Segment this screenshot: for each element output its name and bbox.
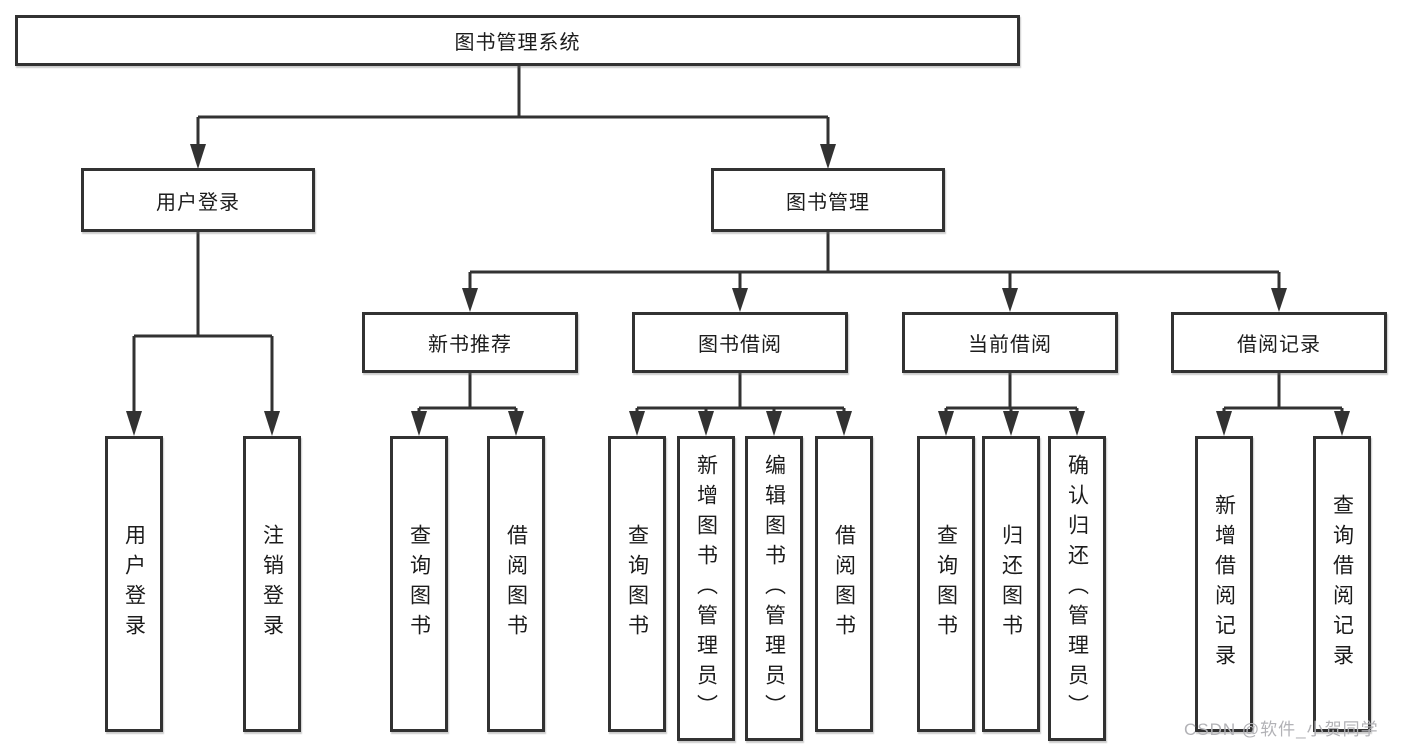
leaf-edit-book-admin-label: 编辑图书（管理员） — [762, 453, 786, 724]
leaf-return-books: 归还图书 — [982, 436, 1040, 732]
leaf-logout-label: 注销登录 — [260, 524, 284, 644]
leaf-user-login-label: 用户登录 — [122, 524, 146, 644]
leaf-query-borrow-record-label: 查询借阅记录 — [1330, 494, 1354, 674]
leaf-user-login: 用户登录 — [105, 436, 163, 732]
leaf-query-books-current-label: 查询图书 — [934, 524, 958, 644]
leaf-borrow-books-label: 借阅图书 — [832, 524, 856, 644]
leaf-return-books-label: 归还图书 — [999, 524, 1023, 644]
leaf-add-book-admin: 新增图书（管理员） — [677, 436, 735, 741]
node-borrow-records: 借阅记录 — [1171, 312, 1387, 373]
leaf-query-borrow-record: 查询借阅记录 — [1313, 436, 1371, 732]
leaf-borrow-books-recommend-label: 借阅图书 — [504, 524, 528, 644]
leaf-query-books-recommend: 查询图书 — [390, 436, 448, 732]
leaf-confirm-return-admin-label: 确认归还（管理员） — [1065, 453, 1089, 724]
leaf-edit-book-admin: 编辑图书（管理员） — [745, 436, 803, 741]
leaf-query-books-borrow-label: 查询图书 — [625, 524, 649, 644]
node-user-login: 用户登录 — [81, 168, 315, 232]
node-current-borrow: 当前借阅 — [902, 312, 1118, 373]
leaf-query-books-current: 查询图书 — [917, 436, 975, 732]
leaf-add-book-admin-label: 新增图书（管理员） — [694, 453, 718, 724]
leaf-logout: 注销登录 — [243, 436, 301, 732]
leaf-query-books-recommend-label: 查询图书 — [407, 524, 431, 644]
csdn-watermark: CSDN @软件_小贺同学 — [1184, 720, 1379, 739]
leaf-borrow-books: 借阅图书 — [815, 436, 873, 732]
leaf-borrow-books-recommend: 借阅图书 — [487, 436, 545, 732]
node-book-management: 图书管理 — [711, 168, 945, 232]
node-new-book-recommend: 新书推荐 — [362, 312, 578, 373]
leaf-confirm-return-admin: 确认归还（管理员） — [1048, 436, 1106, 741]
leaf-add-borrow-record: 新增借阅记录 — [1195, 436, 1253, 732]
leaf-query-books-borrow: 查询图书 — [608, 436, 666, 732]
leaf-add-borrow-record-label: 新增借阅记录 — [1212, 494, 1236, 674]
node-book-borrow: 图书借阅 — [632, 312, 848, 373]
arrowheads — [126, 144, 1350, 436]
node-root: 图书管理系统 — [15, 15, 1020, 66]
